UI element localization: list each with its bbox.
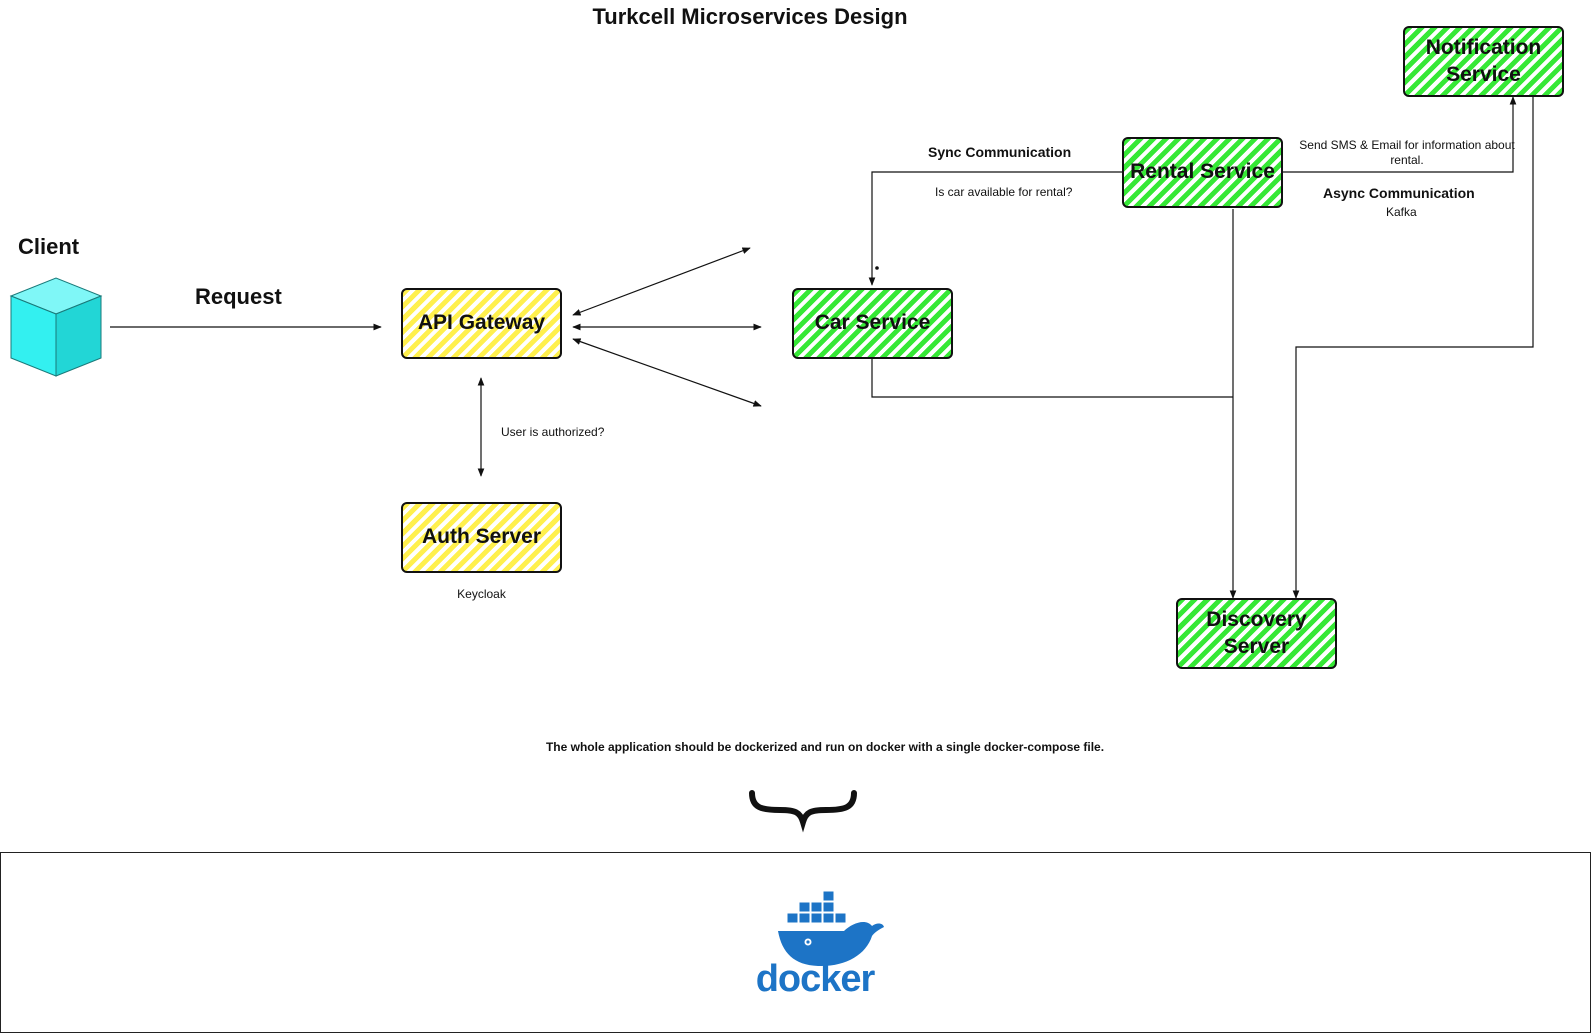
car-service-label: Car Service	[814, 311, 931, 335]
docker-container-box	[0, 852, 1591, 1033]
notification-discovery-arrow	[1292, 97, 1534, 599]
notification-service-label: Notification Service	[1425, 36, 1542, 86]
api-gateway-node[interactable]: API Gateway	[401, 288, 562, 359]
api-gateway-label: API Gateway	[417, 311, 546, 335]
discovery-server-label: Discovery Server	[1206, 608, 1307, 658]
notification-service-node[interactable]: Notification Service	[1403, 26, 1564, 97]
car-service-node[interactable]: Car Service	[792, 288, 953, 359]
async-communication-label: Async Communication	[1323, 185, 1475, 201]
docker-whale-icon	[778, 890, 884, 967]
sync-communication-label: Sync Communication	[928, 144, 1072, 160]
sync-dot	[875, 266, 879, 270]
car-discovery-line	[871, 358, 1233, 398]
auth-server-label: Auth Server	[421, 525, 542, 549]
gateway-arrow-up	[572, 247, 751, 316]
docker-wordmark: docker	[755, 958, 876, 1000]
gateway-arrow-down	[572, 338, 762, 407]
curly-brace-icon	[749, 790, 857, 833]
dockerize-note: The whole application should be dockeriz…	[545, 740, 1105, 754]
request-label: Request	[195, 284, 282, 309]
sync-arrow	[868, 171, 1122, 286]
kafka-label: Kafka	[1386, 205, 1417, 219]
rental-service-node[interactable]: Rental Service	[1122, 137, 1283, 208]
discovery-server-node[interactable]: Discovery Server	[1176, 598, 1337, 669]
send-sms-email-label: Send SMS & Email for information about r…	[1299, 138, 1515, 167]
async-arrow	[1283, 96, 1517, 173]
user-authorized-label: User is authorized?	[501, 425, 605, 439]
client-cube-icon	[9, 277, 103, 377]
car-available-label: Is car available for rental?	[935, 185, 1073, 199]
diagram-title: Turkcell Microservices Design	[592, 4, 908, 29]
rental-service-label: Rental Service	[1130, 160, 1275, 184]
auth-server-node[interactable]: Auth Server	[401, 502, 562, 573]
client-label: Client	[18, 234, 80, 259]
keycloak-label: Keycloak	[457, 587, 506, 601]
